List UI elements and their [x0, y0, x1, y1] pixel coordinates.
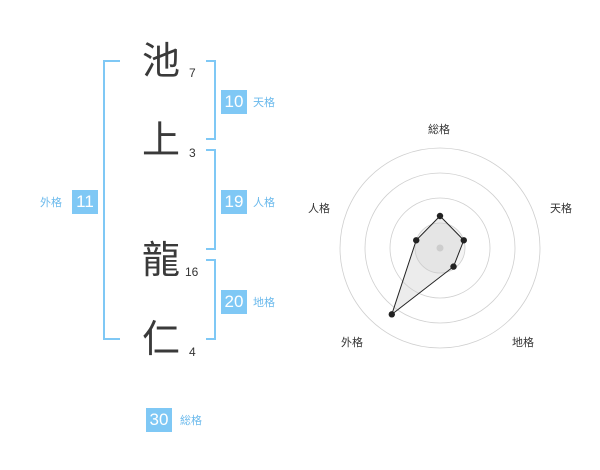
gaikaku-label: 外格 [40, 196, 62, 209]
stroke-count-2: 3 [189, 146, 196, 160]
name-char-4: 仁 [142, 317, 181, 361]
stroke-count-4: 4 [189, 345, 196, 359]
radar-ring-3 [364, 172, 516, 324]
radar-axis-label-3: 地格 [512, 336, 534, 349]
radar-ring-4 [339, 147, 541, 349]
chikaku-bracket [206, 259, 216, 340]
radar-ring-2 [389, 197, 491, 299]
radar-polygon [390, 215, 465, 316]
radar-axis-label-2: 天格 [550, 202, 572, 215]
gaikaku-value: 11 [72, 190, 98, 214]
chikaku-label: 地格 [253, 296, 275, 309]
name-char-3: 龍 [142, 238, 181, 282]
gaikaku-bracket [103, 60, 120, 340]
jinkaku-label: 人格 [253, 196, 275, 209]
tenkaku-label: 天格 [253, 96, 275, 109]
radar-axis-label-4: 外格 [341, 336, 363, 349]
name-char-1: 池 [142, 39, 181, 83]
stroke-count-3: 16 [185, 265, 199, 279]
chikaku-value: 20 [221, 290, 247, 314]
radar-point-1 [436, 212, 444, 220]
jinkaku-bracket [206, 149, 216, 250]
radar-point-4 [388, 311, 396, 318]
name-char-2: 上 [142, 118, 181, 162]
soukaku-label: 総格 [180, 414, 202, 427]
radar-axis-label-1: 総格 [428, 123, 450, 136]
tenkaku-value: 10 [221, 90, 247, 114]
radar-point-5 [413, 237, 420, 244]
jinkaku-value: 19 [221, 190, 247, 214]
radar-center-dot [436, 244, 444, 252]
stroke-count-1: 7 [189, 66, 196, 80]
tenkaku-bracket [206, 60, 216, 140]
radar-axis-label-5: 人格 [308, 202, 330, 215]
radar-point-3 [450, 263, 457, 270]
radar-point-2 [460, 237, 467, 244]
soukaku-value: 30 [146, 408, 172, 432]
